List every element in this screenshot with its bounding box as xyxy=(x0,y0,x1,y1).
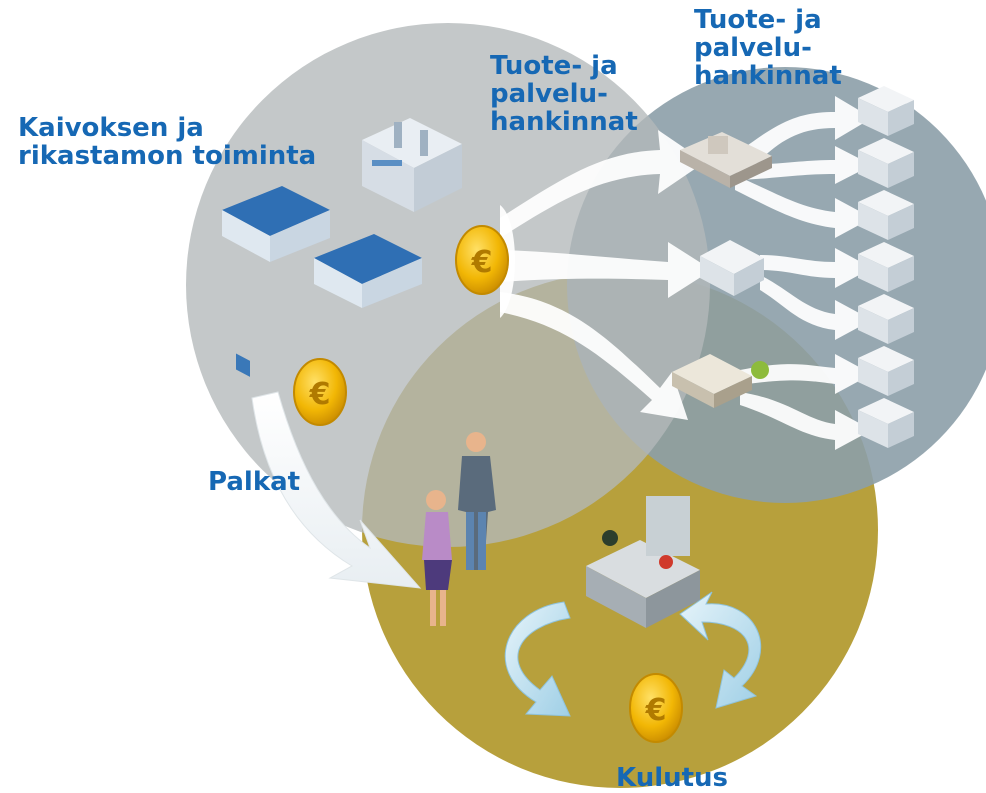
retail-facility-icon xyxy=(672,354,769,408)
office-building-icon xyxy=(700,240,764,296)
office-building-icon xyxy=(858,190,914,240)
office-building-icon xyxy=(858,398,914,448)
office-building-icon xyxy=(858,138,914,188)
supplier-facility-icon xyxy=(680,132,772,188)
svg-text:€: € xyxy=(471,245,493,280)
mining-label: Kaivoksen ja rikastamon toiminta xyxy=(18,113,317,171)
euro-coin-icon: € xyxy=(455,225,509,295)
warehouse-icon xyxy=(222,186,330,377)
consumption-label: Kulutus xyxy=(616,763,729,793)
purchases-label: Tuote- ja palvelu- hankinnat xyxy=(490,51,638,137)
cycle-arrow-icon xyxy=(504,591,762,717)
factory-icon xyxy=(362,118,462,212)
warehouse-icon xyxy=(314,234,422,308)
purchase-flow-arrows xyxy=(500,96,872,450)
svg-text:€: € xyxy=(645,693,667,728)
wage-arrow xyxy=(251,391,422,589)
euro-coin-icon: € xyxy=(293,358,347,426)
office-building-icon xyxy=(858,242,914,292)
people-icon xyxy=(422,432,496,626)
office-building-icon xyxy=(858,294,914,344)
purchases-secondary-label: Tuote- ja palvelu- hankinnat xyxy=(694,5,842,91)
svg-text:€: € xyxy=(309,377,331,412)
euro-coin-icon: € xyxy=(629,673,683,743)
cashier-icon xyxy=(586,496,700,628)
wages-label: Palkat xyxy=(208,467,301,497)
office-building-column xyxy=(858,86,914,448)
office-building-icon xyxy=(858,346,914,396)
office-building-icon xyxy=(858,86,914,136)
